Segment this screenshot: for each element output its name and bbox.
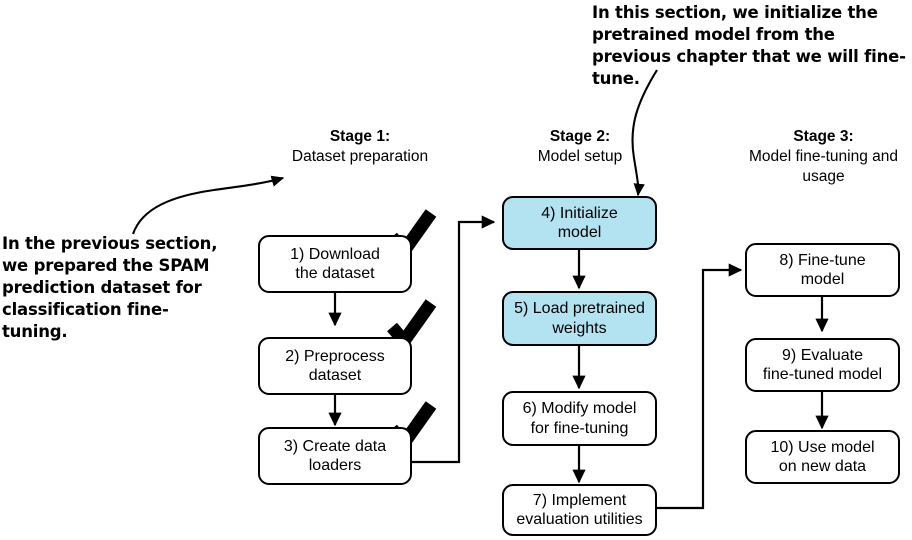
node-9-line1: 9) Evaluate bbox=[782, 346, 863, 364]
stage-1-title: Stage 1: bbox=[329, 128, 391, 145]
node-4-line1: 4) Initialize bbox=[541, 204, 618, 222]
node-4-initialize-model[interactable]: 4) Initialize model bbox=[502, 196, 657, 250]
node-6-line2: for fine-tuning bbox=[530, 419, 629, 437]
node-7-line2: evaluation utilities bbox=[516, 511, 643, 528]
annotation-left-text: In the previous section, we prepared the… bbox=[2, 234, 218, 341]
node-9-line2: fine-tuned model bbox=[762, 366, 883, 383]
node-4-line2: model bbox=[557, 224, 602, 241]
node-10-use-model-on-new-data[interactable]: 10) Use model on new data bbox=[745, 430, 900, 484]
node-10-line1: 10) Use model bbox=[770, 438, 875, 456]
stage-heading-3: Stage 3: Model fine-tuning and usage bbox=[735, 127, 912, 186]
node-2-line1: 2) Preprocess bbox=[285, 347, 385, 365]
node-8-fine-tune-model[interactable]: 8) Fine-tune model bbox=[745, 243, 900, 297]
node-5-line1: 5) Load pretrained bbox=[514, 300, 645, 318]
stage-2-title: Stage 2: bbox=[549, 128, 611, 145]
node-6-modify-model-for-fine-tuning[interactable]: 6) Modify model for fine-tuning bbox=[502, 391, 657, 446]
node-1-line2: the dataset bbox=[295, 265, 375, 282]
node-8-line2: model bbox=[800, 271, 845, 288]
node-5-line2: weights bbox=[552, 319, 607, 337]
node-3-create-data-loaders[interactable]: 3) Create data loaders bbox=[258, 427, 412, 485]
node-6-line1: 6) Modify model bbox=[522, 400, 637, 418]
node-3-line2: loaders bbox=[308, 457, 362, 474]
node-2-line2: dataset bbox=[308, 367, 362, 384]
node-2-preprocess-dataset[interactable]: 2) Preprocess dataset bbox=[258, 337, 412, 395]
node-1-line1: 1) Download bbox=[290, 245, 380, 263]
annotation-top-text: In this section, we initialize the pretr… bbox=[592, 3, 906, 88]
arrow-node3-to-node4 bbox=[412, 215, 496, 464]
node-9-evaluate-fine-tuned-model[interactable]: 9) Evaluate fine-tuned model bbox=[745, 338, 900, 392]
callout-arrow-left bbox=[132, 175, 285, 235]
node-7-implement-evaluation-utilities[interactable]: 7) Implement evaluation utilities bbox=[502, 484, 657, 536]
node-1-download-the-dataset[interactable]: 1) Download the dataset bbox=[258, 235, 412, 293]
node-3-line1: 3) Create data bbox=[283, 437, 387, 455]
node-8-line1: 8) Fine-tune bbox=[779, 251, 866, 269]
node-5-load-pretrained-weights[interactable]: 5) Load pretrained weights bbox=[502, 291, 657, 346]
node-10-line2: on new data bbox=[778, 458, 867, 475]
stage-3-subtitle: Model fine-tuning and usage bbox=[748, 147, 899, 185]
stage-1-subtitle: Dataset preparation bbox=[291, 147, 429, 165]
checkmark-node2-icon bbox=[387, 299, 437, 352]
node-7-line1: 7) Implement bbox=[532, 491, 627, 509]
stage-heading-1: Stage 1: Dataset preparation bbox=[250, 127, 470, 167]
stage-heading-2: Stage 2: Model setup bbox=[490, 127, 670, 167]
stage-3-title: Stage 3: bbox=[793, 128, 854, 145]
arrow-node7-to-node8 bbox=[657, 263, 743, 510]
stage-2-subtitle: Model setup bbox=[537, 147, 623, 165]
